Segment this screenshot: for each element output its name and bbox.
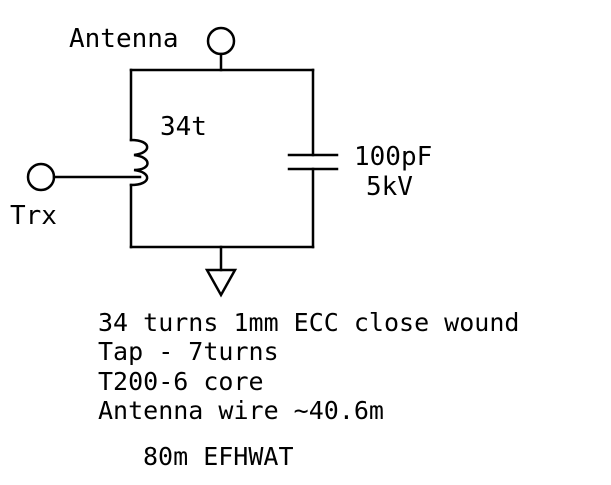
ground-symbol (204, 268, 238, 298)
trx-label: Trx (10, 201, 57, 231)
trx-terminal (26, 162, 56, 192)
note-line-2: Tap - 7turns (98, 337, 279, 366)
note-line-4: Antenna wire ~40.6m (98, 396, 384, 425)
turns-label: 34t (160, 112, 207, 142)
note-line-1: 34 turns 1mm ECC close wound (98, 308, 519, 337)
inductor-coil (129, 138, 149, 187)
antenna-label: Antenna (69, 24, 179, 54)
antenna-terminal (206, 26, 236, 56)
capacitor-voltage-label: 5kV (366, 172, 413, 202)
note-line-3: T200-6 core (98, 367, 264, 396)
capacitor-value-label: 100pF (354, 142, 432, 172)
diagram-title: 80m EFHWAT (143, 442, 294, 471)
